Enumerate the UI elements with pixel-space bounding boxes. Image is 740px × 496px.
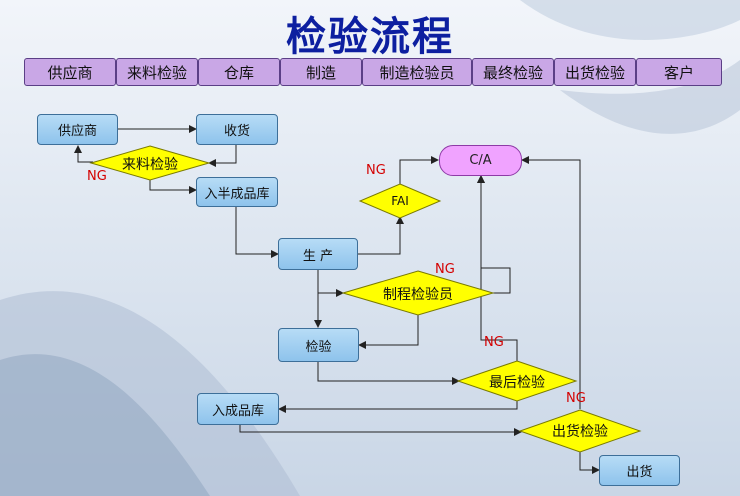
decision-process-inspector (341, 270, 495, 316)
node-corrective-action: C/A (439, 145, 522, 176)
ng-label-process: NG (435, 262, 455, 277)
header-incoming-inspection: 来料检验 (116, 58, 198, 86)
node-shipment: 出货 (599, 455, 680, 486)
node-receiving: 收货 (196, 114, 278, 145)
arrow-production-to-process-inspector (317, 270, 344, 297)
header-supplier: 供应商 (24, 58, 116, 86)
label-shipping-inspection: 出货检验 (552, 424, 608, 440)
header-shipping-inspection: 出货检验 (554, 58, 636, 86)
ng-label-shipping: NG (566, 391, 586, 406)
label-incoming-inspection: 来料检验 (122, 157, 178, 173)
arrow-finished-store-to-shipping (239, 425, 522, 436)
node-finished-store: 入成品库 (197, 393, 279, 425)
ng-label-fai: NG (366, 163, 386, 178)
header-process-inspector: 制造检验员 (362, 58, 472, 86)
header-warehouse: 仓库 (198, 58, 280, 86)
decision-incoming-inspection (89, 145, 211, 181)
decision-shipping-inspection (518, 409, 642, 453)
arrow-production-to-fai (358, 216, 404, 255)
node-production: 生 产 (278, 238, 358, 270)
arrow-inspection-to-final (317, 362, 460, 385)
arrow-receiving-to-incoming (208, 145, 237, 167)
node-supplier: 供应商 (37, 114, 118, 145)
arrow-process-inspector-to-inspection (358, 313, 419, 349)
arrow-fai-ng-to-ca (399, 156, 439, 185)
swimlane-header: 供应商 来料检验 仓库 制造 制造检验员 最终检验 出货检验 客户 (24, 58, 722, 88)
arrow-incoming-ng-to-supplier (74, 145, 93, 163)
arrow-semi-store-to-production (235, 207, 279, 258)
arrow-process-inspector-ng-to-ca (477, 175, 511, 294)
arrow-final-to-finished-store (278, 401, 518, 413)
arrow-final-ng-to-ca (477, 175, 518, 361)
decision-fai (358, 183, 442, 219)
ng-label-incoming: NG (87, 169, 107, 184)
node-semi-finished-store: 入半成品库 (196, 177, 278, 207)
label-fai: FAI (391, 194, 409, 208)
page-title: 检验流程 (286, 13, 454, 60)
arrow-shipping-ng-to-ca (521, 156, 581, 409)
decision-final-inspection (456, 360, 578, 402)
label-process-inspector: 制程检验员 (383, 287, 453, 303)
ng-label-final: NG (484, 335, 504, 350)
node-inspection: 检验 (278, 328, 359, 362)
label-final-inspection: 最后检验 (489, 375, 545, 391)
arrow-incoming-to-semi-store (149, 178, 197, 194)
header-final-inspection: 最终检验 (472, 58, 554, 86)
header-manufacturing: 制造 (280, 58, 362, 86)
arrow-shipping-to-shipment (579, 452, 600, 474)
header-customer: 客户 (636, 58, 722, 86)
